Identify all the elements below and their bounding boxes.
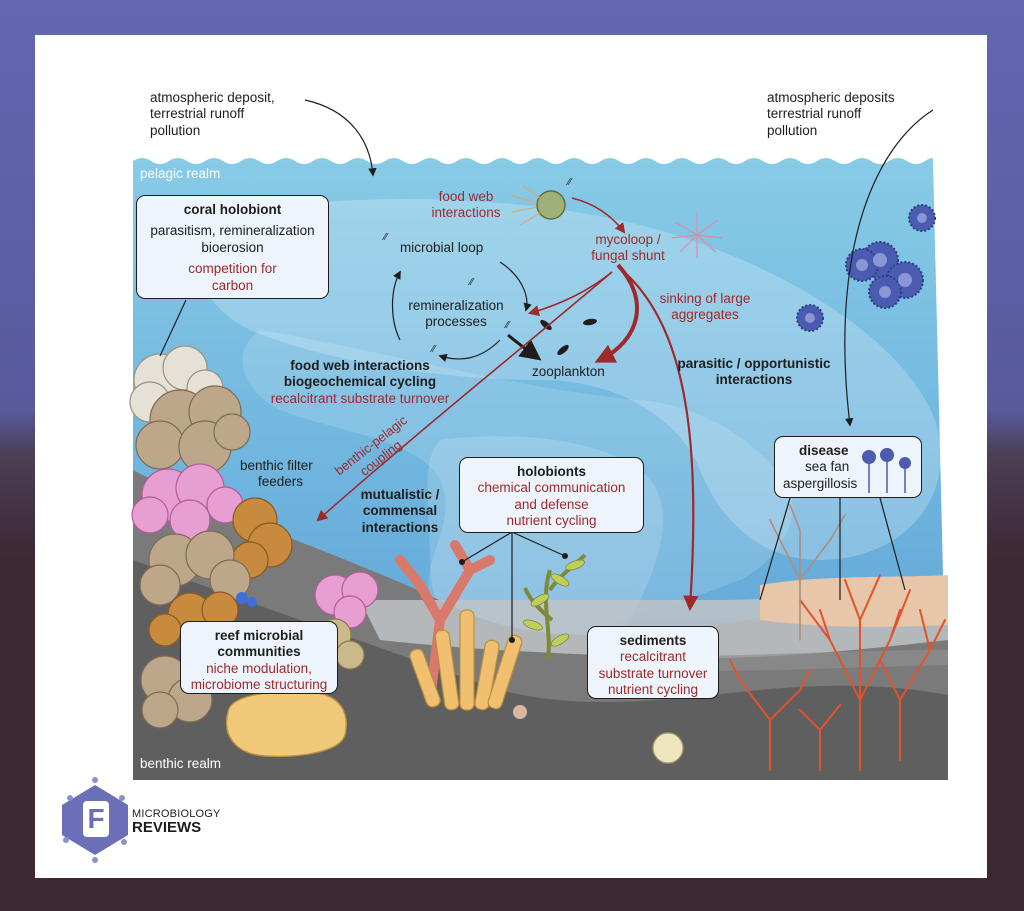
holobionts-box: holobionts chemical communication and de… — [459, 457, 644, 533]
plankton: ⁄⁄ ⁄⁄ ⁄⁄ ⁄⁄ ⁄⁄ — [381, 177, 723, 356]
atm-left-arrow — [304, 99, 377, 177]
mycoloop-to-zooplankton-arrow — [594, 263, 639, 363]
aspergillus-icon — [862, 448, 911, 493]
zooplankton-label: zooplankton — [532, 364, 605, 379]
remin-arrow-1 — [438, 339, 501, 362]
aspergillus-spores — [796, 204, 936, 332]
food-web-to-mycoloop-arrow — [571, 197, 626, 234]
arrows — [159, 99, 934, 643]
sediments-box: sediments recalcitrant substrate turnove… — [587, 626, 719, 699]
benthic-pelagic-arrow — [316, 271, 613, 522]
holobiont-pointer-2 — [461, 531, 513, 563]
pelagic-label: pelagic realm — [140, 166, 221, 181]
coral-pointer — [159, 299, 187, 357]
coral-cluster — [129, 345, 379, 758]
svg-text:⁄⁄: ⁄⁄ — [429, 344, 437, 355]
svg-text:⁄⁄: ⁄⁄ — [381, 232, 389, 243]
microbial-loop-arrow — [499, 261, 532, 312]
atm-right-arrow — [844, 109, 934, 427]
to-zooplankton-arrow — [507, 333, 542, 361]
disease-box: disease sea fan aspergillosis — [774, 436, 922, 498]
sea-fans — [729, 504, 946, 771]
sinking-arrow — [621, 269, 699, 612]
coral-holobiont-box: coral holobiont parasitism, remineraliza… — [136, 195, 329, 299]
remin-arrow-2 — [391, 270, 401, 341]
logo-line2: REVIEWS — [132, 819, 202, 836]
svg-text:⁄⁄: ⁄⁄ — [467, 277, 475, 288]
mycoloop-label: mycoloop /fungal shunt — [591, 232, 665, 264]
svg-text:⁄⁄: ⁄⁄ — [503, 320, 511, 331]
reef-microbial-box: reef microbial communities niche modulat… — [180, 621, 338, 694]
logo-line1: MICROBIOLOGY — [132, 808, 221, 820]
center-corals — [395, 540, 684, 764]
holobiont-pointer-3 — [511, 531, 566, 557]
benthic-label: benthic realm — [140, 756, 222, 771]
food-web-bio-label: food web interactions biogeochemical cyc… — [270, 358, 450, 406]
microbial-loop-label: microbial loop — [400, 240, 484, 255]
journal-logo-art — [62, 777, 128, 863]
disease-pointers — [759, 497, 906, 601]
logo-letter: F — [87, 803, 105, 834]
svg-text:⁄⁄: ⁄⁄ — [565, 177, 573, 188]
